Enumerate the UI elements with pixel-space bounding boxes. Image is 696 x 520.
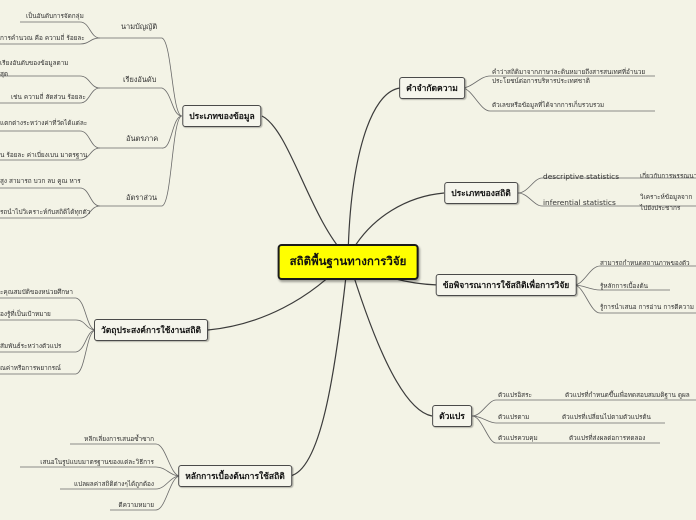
data-type-ratio[interactable]: อัตราส่วน [126, 193, 158, 202]
definition-item[interactable]: ตัวเลขหรือข้อมูลที่ได้จากการเก็บรวบรวม [492, 101, 605, 109]
definition-item[interactable]: คำว่าสถิติมาจากภาษาละตินหมายถึงสารสนเทศท… [492, 68, 646, 85]
data-type-interval[interactable]: อันตรภาค [126, 134, 159, 143]
topic-objectives[interactable]: วัตถุประสงค์การใช้งานสถิติ [94, 319, 208, 341]
variable-independent-detail[interactable]: ตัวแปรที่กำหนดขึ้นเพื่อทดสอบสมมติฐาน ดูผ… [565, 391, 690, 399]
principle-item[interactable]: แปลผลค่าสถิติต่างๆได้ถูกต้อง [73, 480, 154, 488]
principle-item[interactable]: หลีกเลี่ยงการเสนอซ้ำซาก [84, 435, 154, 443]
consideration-item[interactable]: รู้หลักการเบื้องต้น [600, 282, 649, 290]
data-type-detail[interactable]: แตกต่างระหว่างค่าที่วัดได้แต่ละ [0, 119, 88, 127]
data-type-detail[interactable]: เป็นอันดับการจัดกลุ่ม [26, 12, 84, 20]
data-type-detail[interactable]: เรียงอันดับของข้อมูลตาม [0, 59, 69, 67]
consideration-item[interactable]: รู้การนำเสนอ การอ่าน การตีความ [600, 303, 695, 311]
inferential-detail[interactable]: ไปยังประชากร [640, 204, 681, 212]
link-data-types [261, 115, 349, 259]
link-variables [347, 257, 433, 417]
principle-item[interactable]: เสนอในรูปแบบมาตรฐานของแต่ละวิธีการ [40, 458, 154, 466]
data-type-detail[interactable]: รถนำไปวิเคราะห์กับสถิติได้ทุกตัว [0, 208, 91, 216]
variable-dependent-detail[interactable]: ตัวแปรที่เปลี่ยนไปตามตัวแปรต้น [562, 413, 651, 421]
variable-control-detail[interactable]: ตัวแปรที่ส่งผลต่อการทดลอง [569, 434, 646, 442]
data-type-ordinal[interactable]: เรียงอันดับ [123, 75, 157, 84]
objective-item[interactable]: ณค่าหรือการพยากรณ์ [0, 364, 61, 372]
data-type-detail[interactable]: การคำนวณ คือ ความถี่ ร้อยละ [0, 34, 85, 42]
topic-considerations[interactable]: ข้อพิจารณาการใช้สถิติเพื่อการวิจัย [435, 274, 577, 296]
variable-control[interactable]: ตัวแปรควบคุม [498, 434, 538, 442]
objective-item[interactable]: สัมพันธ์ระหว่างตัวแปร [0, 342, 62, 350]
data-type-detail[interactable]: เช่น ความถี่ สัดส่วน ร้อยละ [11, 93, 86, 101]
data-type-detail[interactable]: สุด [0, 70, 9, 78]
variable-independent[interactable]: ตัวแปรอิสระ [498, 391, 532, 399]
topic-types-of-statistics[interactable]: ประเภทของสถิติ [444, 182, 518, 204]
data-type-detail[interactable]: สูง สามารถ บวก ลบ คูณ หาร [0, 177, 81, 185]
topic-principles[interactable]: หลักการเบื้องต้นการใช้สถิติ [178, 465, 292, 487]
descriptive-statistics[interactable]: descriptive statistics [543, 172, 620, 181]
data-type-nominal[interactable]: นามบัญญัติ [121, 22, 158, 31]
objective-item[interactable]: องรู้ที่เป็นเป้าหมาย [0, 310, 51, 318]
central-topic[interactable]: สถิติพื้นฐานทางการวิจัย [277, 244, 419, 280]
descriptive-detail[interactable]: เกี่ยวกับการพรรณนา [640, 172, 696, 180]
data-type-detail[interactable]: น ร้อยละ ค่าเบี่ยงเบน มาตรฐาน [0, 151, 88, 159]
topic-definition[interactable]: คำจำกัดความ [399, 77, 465, 99]
principle-item[interactable]: ตีความหมาย [118, 501, 154, 509]
topic-data-types[interactable]: ประเภทของข้อมูล [182, 105, 262, 127]
inferential-statistics[interactable]: inferential statistics [543, 198, 616, 207]
link-principles [289, 257, 349, 477]
topic-variables[interactable]: ตัวแปร [432, 405, 472, 427]
variable-dependent[interactable]: ตัวแปรตาม [498, 413, 530, 421]
inferential-detail[interactable]: วิเคราะห์ข้อมูลจาก [640, 193, 693, 201]
consideration-item[interactable]: สามารถกำหนดสถานภาพของตัว [600, 259, 690, 267]
link-definition [347, 87, 401, 259]
objective-item[interactable]: ะคุณสมบัติของหน่วยศึกษา [0, 288, 73, 296]
